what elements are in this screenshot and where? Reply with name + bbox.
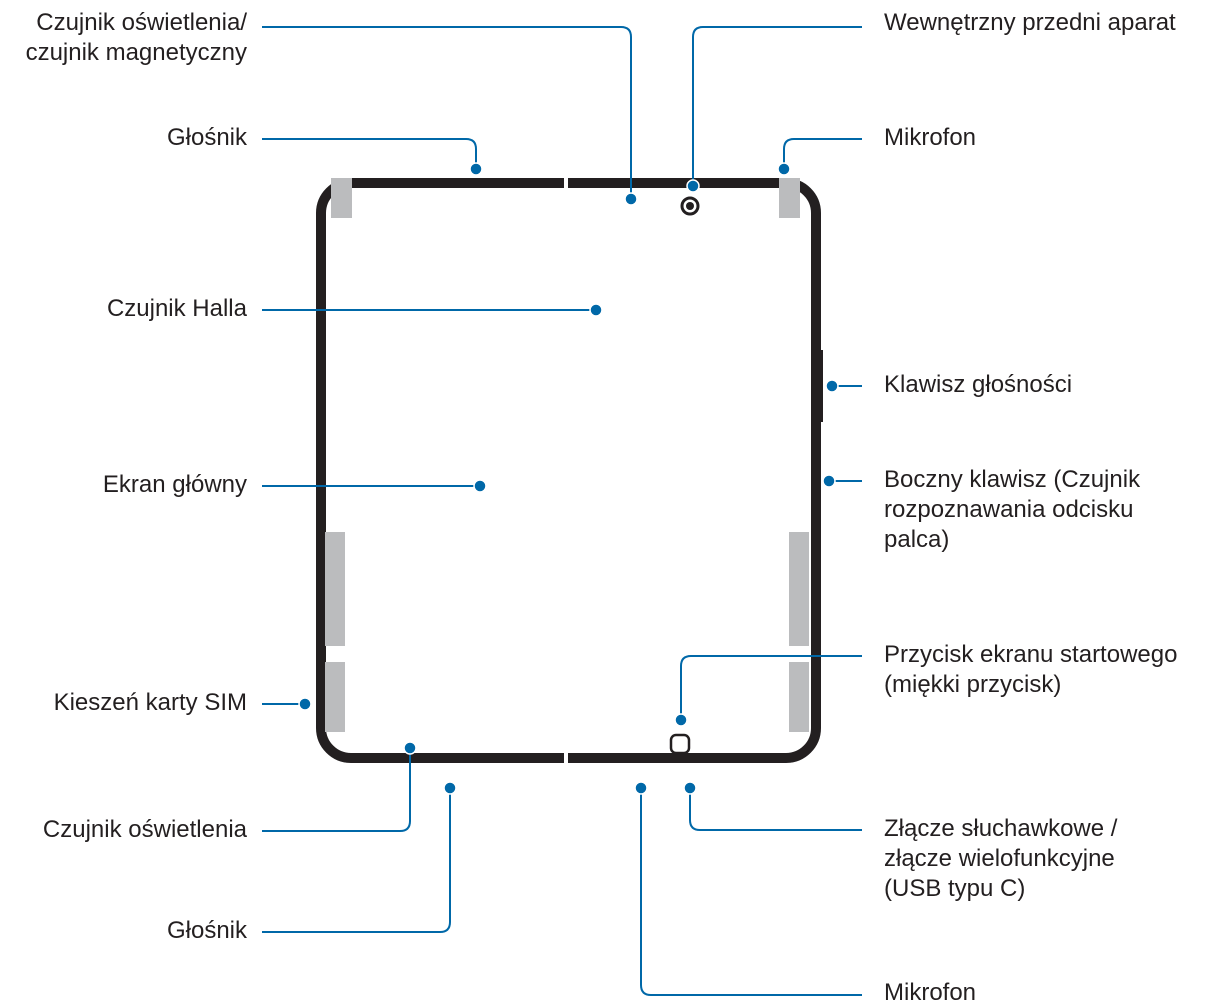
label-volume-key: Klawisz głośności bbox=[884, 371, 1073, 398]
callout-line-light-magnetic-sensor bbox=[262, 26, 632, 199]
home-button bbox=[669, 733, 691, 755]
label-side-key: Boczny klawisz (Czujnik rozpoznawania od… bbox=[884, 466, 1141, 553]
callout-line-speaker-top bbox=[262, 138, 477, 169]
callout-line-home-button bbox=[680, 655, 862, 720]
label-sim-tray: Kieszeń karty SIM bbox=[53, 689, 247, 716]
callout-dot-hall-sensor bbox=[589, 303, 603, 317]
label-mic-bottom: Mikrofon bbox=[884, 979, 977, 1006]
label-mic-top: Mikrofon bbox=[884, 124, 977, 151]
callout-dot-light-sensor bbox=[403, 741, 417, 755]
label-earphone-jack: Złącze słuchawkowe / złącze wielofunkcyj… bbox=[884, 815, 1118, 902]
callout-line-light-sensor bbox=[262, 748, 411, 832]
antenna-band-right-middle bbox=[789, 532, 809, 646]
label-front-camera: Wewnętrzny przedni aparat bbox=[884, 9, 1176, 36]
callout-dot-sim-tray bbox=[298, 697, 312, 711]
device-frame bbox=[316, 178, 821, 763]
antenna-band-top-right bbox=[779, 178, 800, 218]
volume-key bbox=[817, 350, 823, 422]
front-camera-lens bbox=[686, 202, 694, 210]
label-speaker-top: Głośnik bbox=[166, 124, 247, 151]
callout-line-mic-bottom bbox=[640, 788, 862, 996]
callout-line-mic-top bbox=[783, 138, 862, 169]
callout-dot-main-screen bbox=[473, 479, 487, 493]
callout-dot-mic-bottom bbox=[634, 781, 648, 795]
callout-dot-speaker-bottom bbox=[443, 781, 457, 795]
callout-dot-light-magnetic-sensor bbox=[624, 192, 638, 206]
label-light-sensor: Czujnik oświetlenia bbox=[42, 816, 247, 843]
antenna-band-top-left bbox=[331, 178, 352, 218]
antenna-band-left-middle bbox=[325, 532, 345, 646]
antenna-band-left-lower bbox=[325, 662, 345, 732]
label-speaker-bottom: Głośnik bbox=[166, 917, 247, 944]
callout-dot-side-key bbox=[822, 474, 836, 488]
label-home-button: Przycisk ekranu startowego (miękki przyc… bbox=[884, 641, 1178, 698]
callout-dot-earphone-jack bbox=[683, 781, 697, 795]
label-hall-sensor: Czujnik Halla bbox=[106, 295, 247, 322]
callout-dot-front-camera bbox=[686, 179, 700, 193]
callout-line-front-camera bbox=[692, 26, 862, 186]
callout-line-earphone-jack bbox=[689, 788, 862, 831]
label-main-screen: Ekran główny bbox=[102, 471, 247, 498]
callout-dot-speaker-top bbox=[469, 162, 483, 176]
callout-dot-mic-top bbox=[777, 162, 791, 176]
antenna-band-right-lower bbox=[789, 662, 809, 732]
callout-dot-volume-key bbox=[825, 379, 839, 393]
callout-dot-home-button bbox=[674, 713, 688, 727]
callout-line-speaker-bottom bbox=[262, 788, 451, 933]
label-light-magnetic-sensor: Czujnik oświetlenia/ czujnik magnetyczny bbox=[25, 9, 247, 66]
